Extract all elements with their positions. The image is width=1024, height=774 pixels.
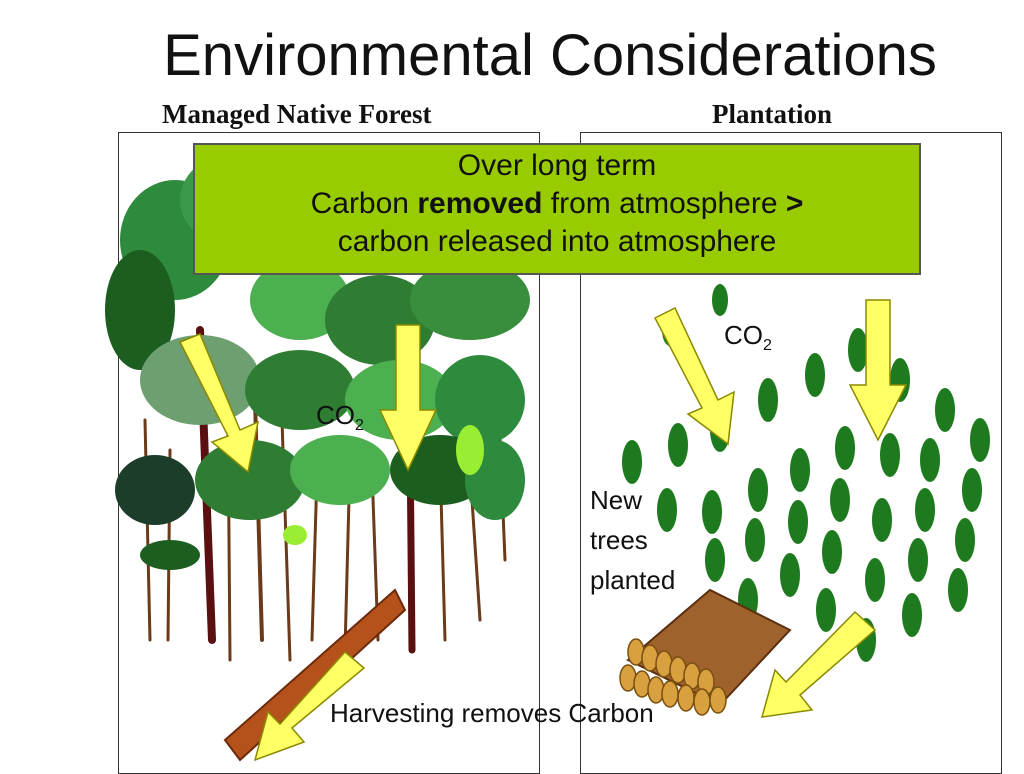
right-panel-title: Plantation — [712, 99, 833, 129]
arrow-harvest-right — [760, 610, 877, 718]
plantation-trees — [622, 284, 990, 662]
callout-line-3: carbon released into atmosphere — [337, 225, 777, 258]
callout-removed: removed — [417, 187, 543, 220]
left-panel-title: Managed Native Forest — [162, 99, 432, 129]
arrow-plantation-right — [848, 299, 908, 442]
callout-line-2: Carbon removed from atmosphere > — [195, 185, 919, 223]
callout-from-atmosphere: from atmosphere — [550, 187, 778, 220]
fallen-log — [223, 588, 407, 762]
arrow-native-left — [178, 333, 260, 474]
arrow-plantation-left — [653, 306, 735, 446]
callout-greater-than: > — [785, 187, 804, 220]
arrow-harvest-left — [253, 650, 366, 762]
arrow-native-right — [378, 324, 438, 472]
harvesting-label: Harvesting removes Carbon — [330, 698, 654, 728]
callout-line-1: Over long term — [457, 149, 657, 182]
new-trees-planted-label: New trees planted — [590, 485, 676, 595]
co2-label-plantation: CO2 — [724, 320, 772, 355]
carbon-flow-arrows — [178, 299, 908, 762]
slide-title: Environmental Considerations — [163, 23, 937, 88]
carbon-balance-callout: Over long term Carbon removed from atmos… — [193, 143, 921, 275]
co2-label-native: CO2 — [316, 400, 364, 435]
callout-carbon: Carbon — [310, 187, 409, 220]
log-stack — [619, 588, 792, 716]
